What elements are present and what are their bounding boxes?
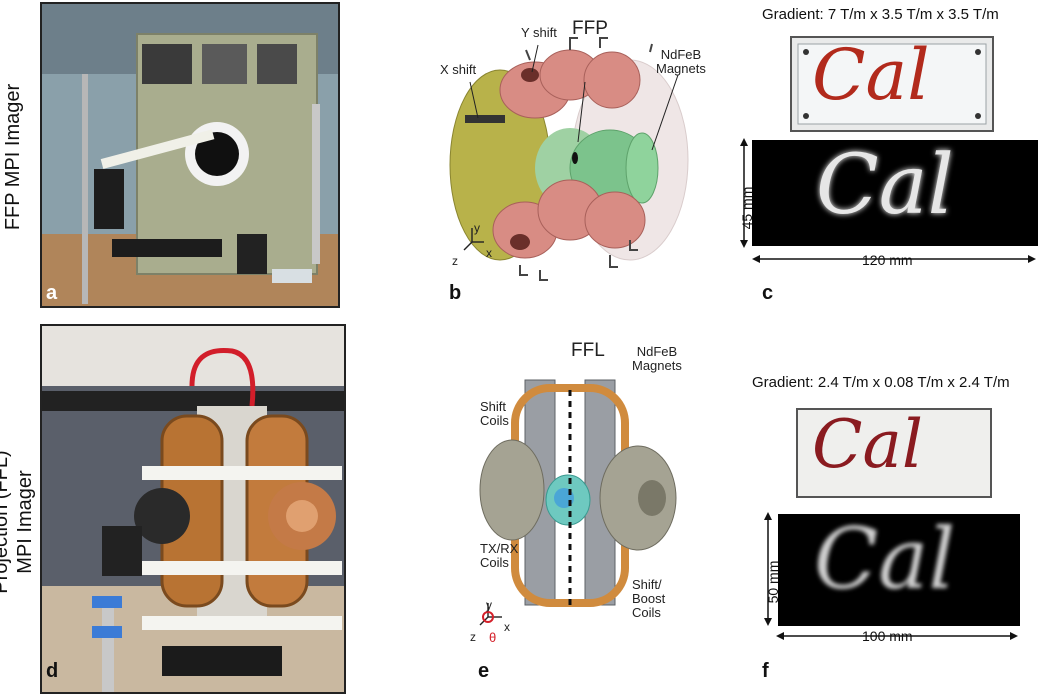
axis-theta-e: θ bbox=[489, 630, 497, 645]
label-shift-boost-line2: Boost bbox=[632, 591, 666, 606]
row-label-ffl: Projection (FFL) MPI Imager bbox=[0, 437, 41, 607]
label-shift-boost-line1: Shift/ bbox=[632, 577, 662, 592]
phantom-photo-ffp: Cal bbox=[790, 34, 994, 132]
label-magnets-b-line2: Magnets bbox=[656, 61, 706, 76]
panel-letter-b: b bbox=[449, 282, 462, 304]
ffp-schematic bbox=[449, 37, 689, 281]
ffl-imager-illustration bbox=[42, 326, 344, 692]
ffp-imager-illustration bbox=[42, 4, 338, 306]
label-txrx-coils-line2: Coils bbox=[480, 555, 509, 570]
label-ffl: FFL bbox=[571, 340, 605, 361]
label-magnets-e: NdFeB Magnets bbox=[632, 345, 682, 373]
phantom-text-ffp: Cal bbox=[812, 34, 930, 116]
gradient-ffp: Gradient: 7 T/m x 3.5 T/m x 3.5 T/m bbox=[762, 6, 999, 23]
gradient-ffl: Gradient: 2.4 T/m x 0.08 T/m x 2.4 T/m bbox=[752, 374, 1010, 391]
dim-height-c: 45 mm bbox=[739, 186, 755, 230]
label-shift-boost-coils: Shift/ Boost Coils bbox=[632, 578, 665, 620]
dim-arrows-f bbox=[764, 512, 1018, 640]
mpi-image-text-ffp: Cal bbox=[816, 138, 954, 233]
panel-letter-e: e bbox=[478, 660, 490, 682]
axis-y-e: y bbox=[486, 598, 492, 612]
row-label-ffl-line1: Projection (FFL) bbox=[0, 450, 12, 594]
mpi-image-text-ffl: Cal bbox=[814, 510, 956, 608]
label-txrx-coils-line1: TX/RX bbox=[480, 541, 519, 556]
dim-height-f: 50 mm bbox=[765, 560, 781, 604]
axis-y-b: y bbox=[474, 221, 480, 235]
axis-x-b: x bbox=[486, 246, 492, 260]
label-shift-coils-line2: Coils bbox=[480, 413, 509, 428]
photo-ffl-imager: d bbox=[40, 324, 346, 694]
label-magnets-e-line1: NdFeB bbox=[636, 344, 678, 359]
dim-width-f: 100 mm bbox=[862, 628, 913, 644]
label-x-shift: X shift bbox=[440, 62, 477, 77]
ffl-schematic bbox=[479, 379, 677, 626]
row-label-ffp: FFP MPI Imager bbox=[2, 83, 24, 231]
phantom-photo-ffl: Cal bbox=[796, 406, 992, 498]
mpi-image-ffp: Cal bbox=[752, 138, 1038, 246]
row-label-ffl-line2: MPI Imager bbox=[14, 470, 36, 574]
label-shift-coils-line1: Shift bbox=[480, 399, 507, 414]
label-magnets-b: NdFeB Magnets bbox=[656, 48, 706, 76]
phantom-text-ffl: Cal bbox=[812, 406, 923, 483]
panel-letter-c: c bbox=[762, 282, 774, 304]
label-y-shift: Y shift bbox=[521, 25, 557, 40]
label-magnets-b-line1: NdFeB bbox=[660, 47, 702, 62]
axis-x-e: x bbox=[504, 620, 510, 634]
label-shift-boost-line3: Coils bbox=[632, 605, 661, 620]
panel-letter-f: f bbox=[762, 660, 769, 682]
label-txrx-coils: TX/RX Coils bbox=[480, 542, 518, 570]
label-ffp: FFP bbox=[572, 18, 608, 39]
dim-width-c: 120 mm bbox=[862, 252, 913, 268]
label-magnets-e-line2: Magnets bbox=[632, 358, 682, 373]
photo-ffp-imager: a bbox=[40, 2, 340, 308]
dim-arrows-c bbox=[740, 138, 1036, 263]
axis-z-b: z bbox=[452, 254, 458, 268]
panel-letter-a: a bbox=[46, 282, 58, 304]
mpi-image-ffl: Cal bbox=[778, 510, 1020, 626]
axis-z-e: z bbox=[470, 630, 476, 644]
label-shift-coils: Shift Coils bbox=[480, 400, 509, 428]
panel-letter-d-outer: d bbox=[46, 660, 59, 682]
